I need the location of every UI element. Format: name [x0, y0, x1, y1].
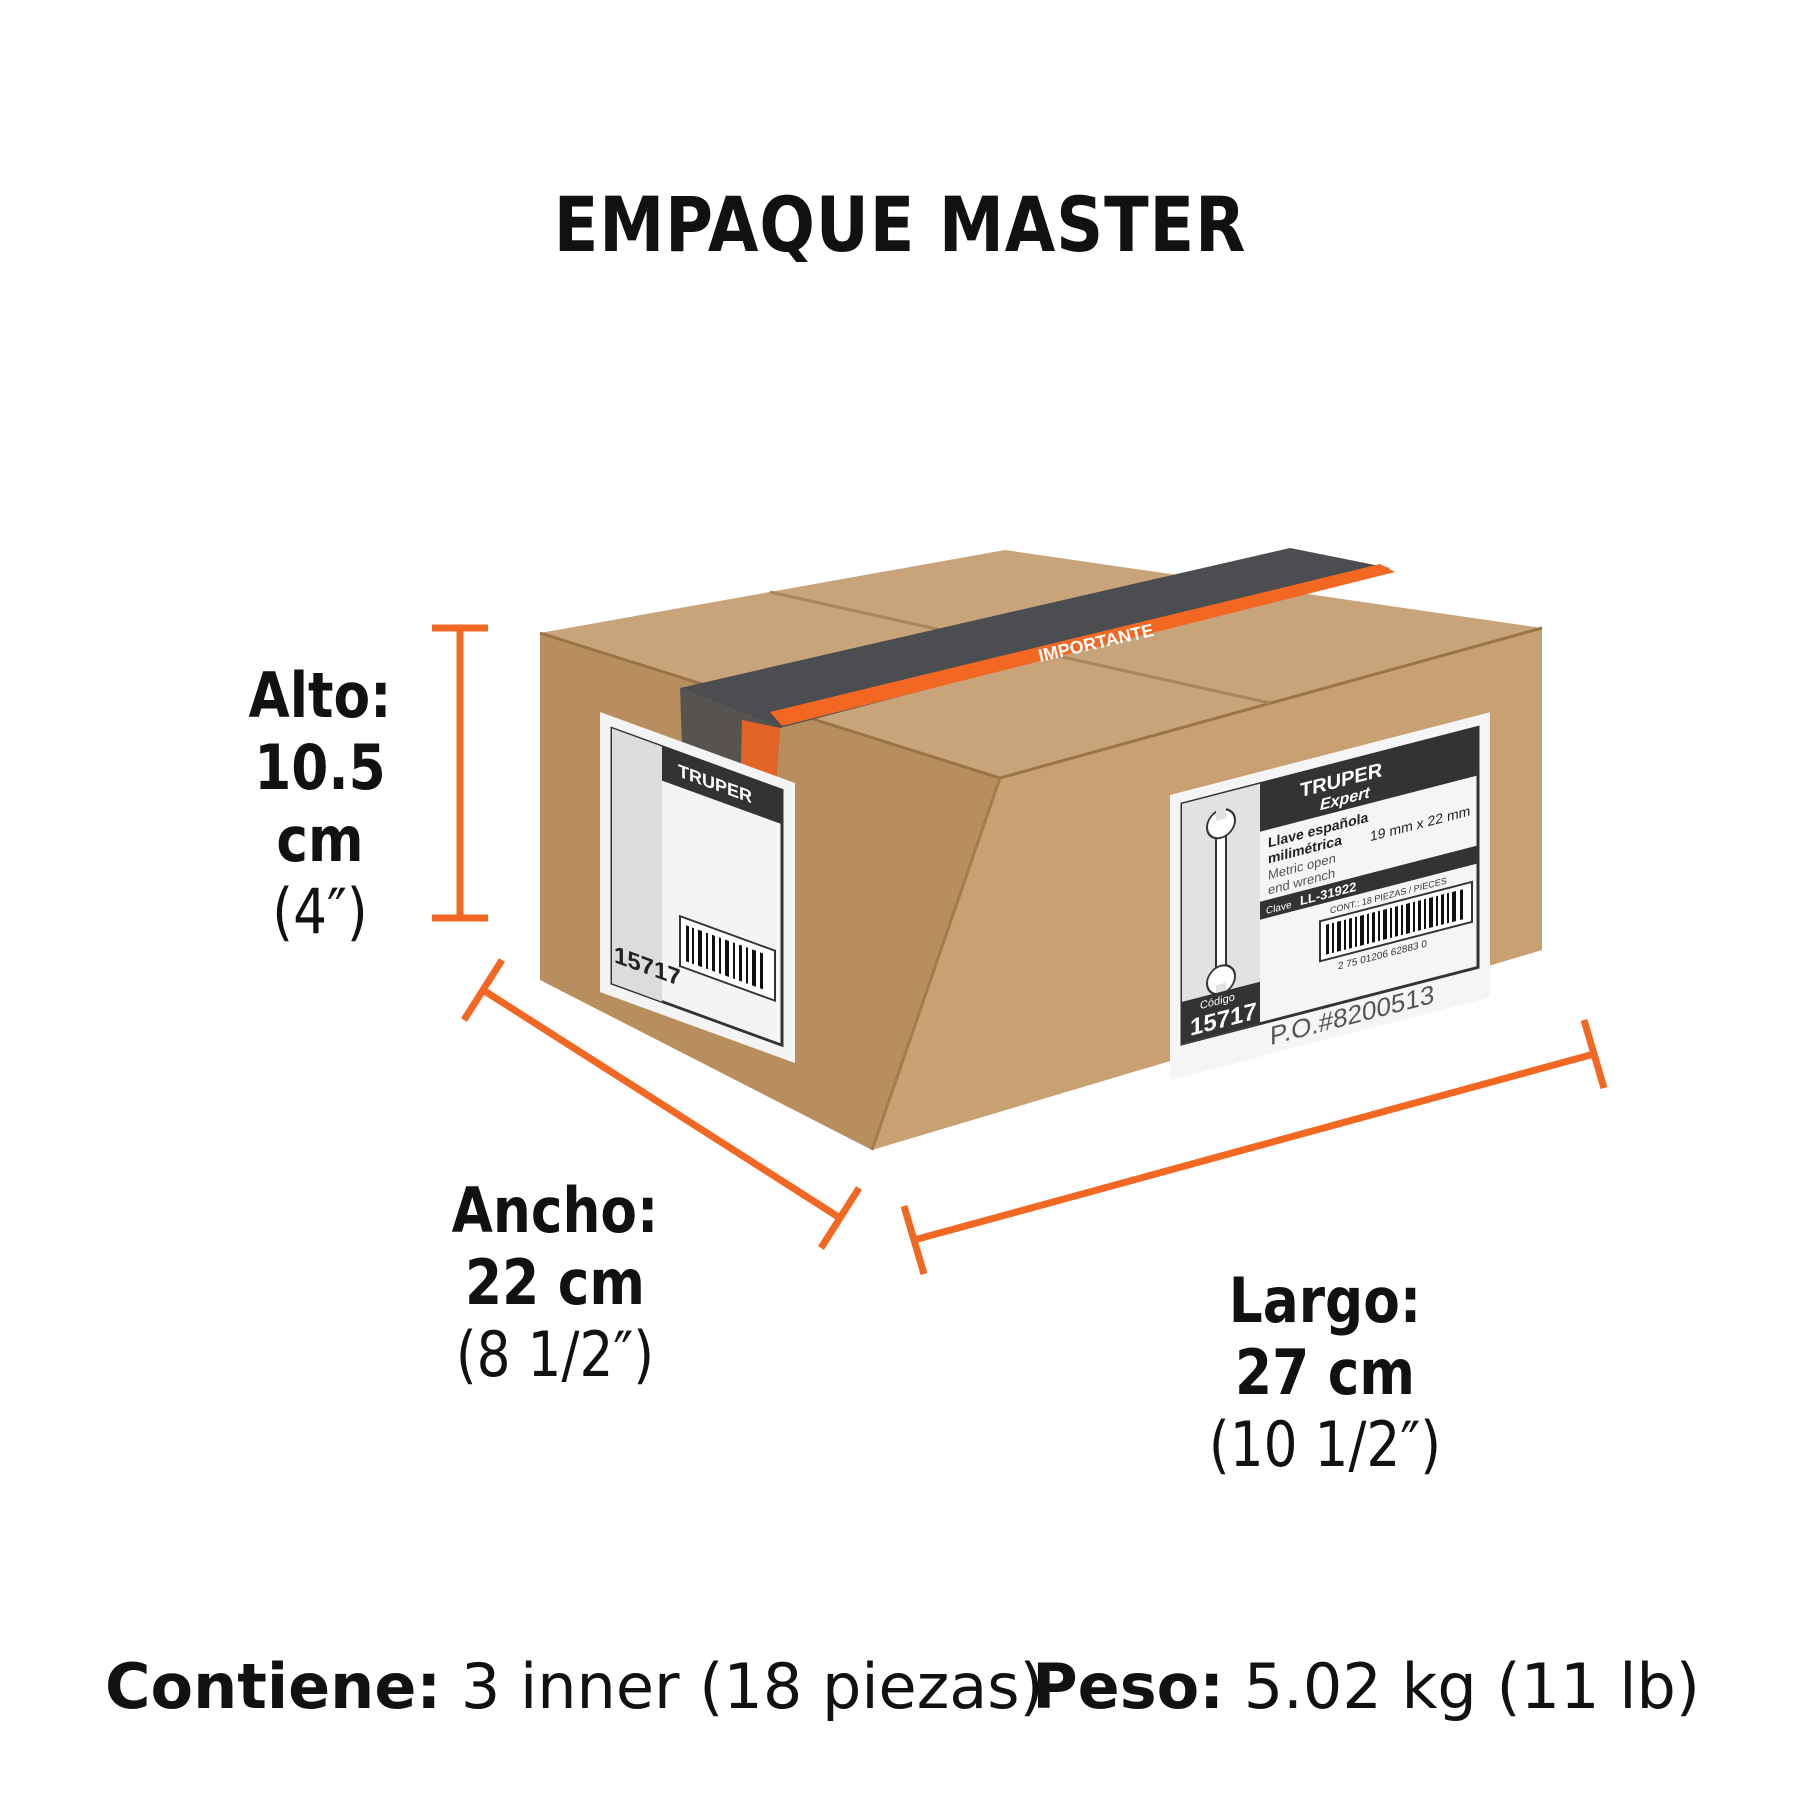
length-label: Largo:	[1228, 1264, 1422, 1337]
front-label-barcode	[1319, 880, 1473, 963]
width-imperial: (8 1/2″)	[455, 1318, 655, 1391]
front-label: Código 15717 TRUPER Expert Llave español…	[1170, 712, 1490, 1080]
weight-info: Peso: 5.02 kg (11 lb)	[1032, 1650, 1700, 1723]
height-dimension: Alto: 10.5 cm (4″)	[190, 660, 450, 948]
width-dimension: Ancho: 22 cm (8 1/2″)	[405, 1175, 705, 1391]
length-metric: 27 cm	[1235, 1336, 1415, 1409]
width-label: Ancho:	[451, 1174, 659, 1247]
width-dimension-line	[461, 958, 862, 1250]
weight-value: 5.02 kg (11 lb)	[1243, 1650, 1700, 1723]
height-dimension-line	[432, 624, 488, 922]
side-label: TRUPER 15717	[600, 712, 795, 1063]
height-imperial: (4″)	[272, 875, 368, 948]
page-title: EMPAQUE MASTER	[553, 180, 1247, 269]
length-imperial: (10 1/2″)	[1208, 1408, 1442, 1481]
contents-value: 3 inner (18 piezas)	[460, 1650, 1044, 1723]
height-metric: 10.5 cm	[254, 731, 386, 876]
box-top-face	[540, 550, 1542, 778]
length-dimension: Largo: 27 cm (10 1/2″)	[1170, 1265, 1480, 1481]
weight-label: Peso:	[1032, 1650, 1224, 1723]
contents-info: Contiene: 3 inner (18 piezas)	[105, 1650, 1044, 1723]
side-label-barcode	[679, 914, 776, 1003]
height-label: Alto:	[248, 659, 392, 732]
contents-label: Contiene:	[105, 1650, 442, 1723]
tape-band	[680, 548, 1390, 728]
length-dimension-line	[900, 1019, 1608, 1275]
wrench-icon	[1206, 806, 1236, 998]
width-metric: 22 cm	[465, 1246, 645, 1319]
